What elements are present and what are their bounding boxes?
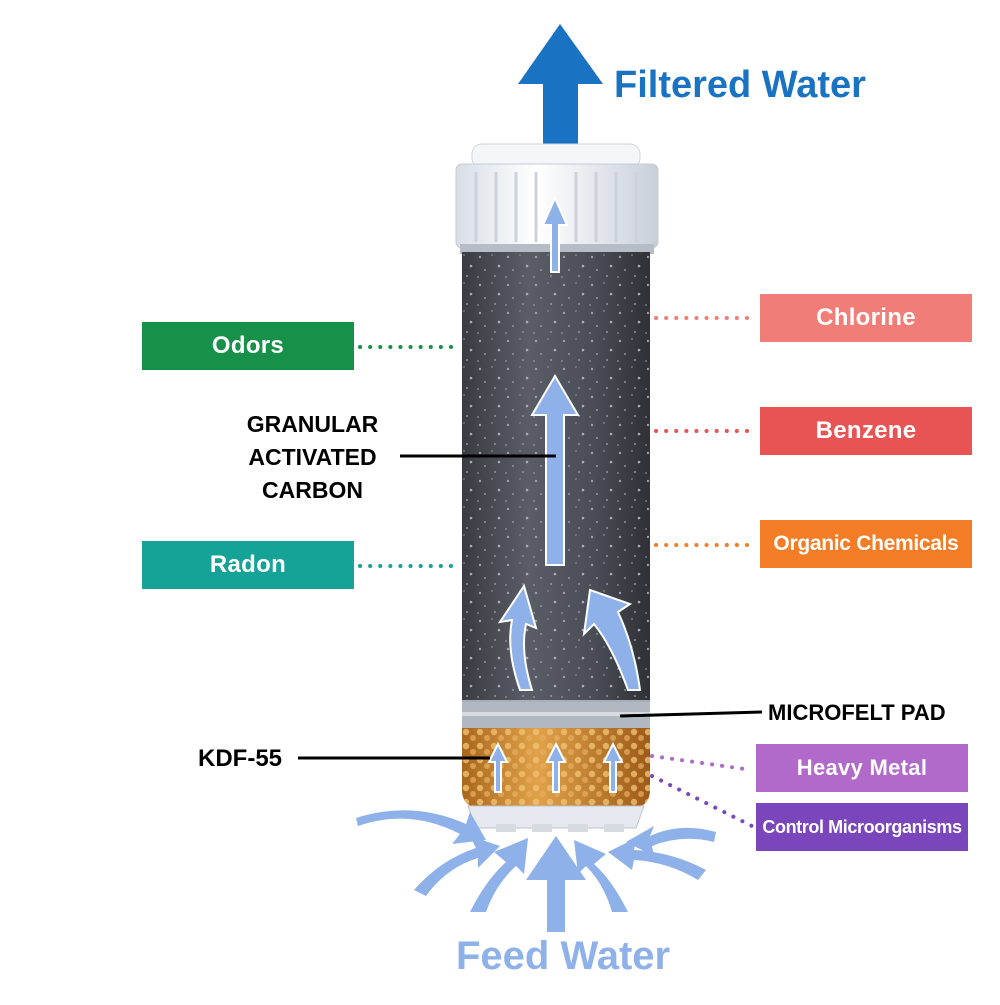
tag-control-microorganisms: Control Microorganisms xyxy=(756,803,968,851)
tag-chlorine: Chlorine xyxy=(760,294,972,342)
label-carbon-line-1: GRANULAR xyxy=(246,411,379,437)
tag-heavy-metal: Heavy Metal xyxy=(756,744,968,792)
leader-microfelt xyxy=(619,710,763,718)
feed-arrow-right-top xyxy=(626,826,716,856)
flow-arrow-center xyxy=(530,374,580,566)
label-microfelt: MICROFELT PAD xyxy=(768,700,946,725)
connector-heavy-metal xyxy=(650,754,754,772)
tag-odors: Odors xyxy=(142,322,354,370)
filtered-water-arrow xyxy=(518,24,603,146)
internal-flow-arrows xyxy=(487,195,642,793)
filtered-water-title: Filtered Water xyxy=(614,64,866,106)
tag-benzene: Benzene xyxy=(760,407,972,455)
feed-water-arrows xyxy=(356,810,716,932)
flow-arrow-kdf-3 xyxy=(602,741,624,793)
label-carbon-line-3: CARBON xyxy=(262,477,363,503)
flow-arrow-kdf-2 xyxy=(545,741,567,793)
label-kdf: KDF-55 xyxy=(198,745,283,772)
bottom-cap xyxy=(467,805,645,832)
feed-arrow-right-inner xyxy=(574,840,628,912)
flow-arrow-left xyxy=(497,583,538,691)
feed-arrow-right-outer xyxy=(608,838,706,880)
label-carbon: GRANULAR ACTIVATED CARBON xyxy=(230,408,395,507)
connector-microorganisms xyxy=(650,774,754,828)
feed-arrow-left-outer xyxy=(414,836,500,896)
feed-arrow-left-inner xyxy=(470,838,528,912)
feed-arrow-left-top xyxy=(356,810,486,844)
flow-arrow-right xyxy=(582,588,642,691)
tag-organic-chemicals: Organic Chemicals xyxy=(760,520,972,568)
label-carbon-line-2: ACTIVATED xyxy=(248,444,377,470)
feed-arrow-center xyxy=(526,836,586,932)
feed-water-title: Feed Water xyxy=(456,934,671,978)
flow-arrow-cap xyxy=(541,195,569,273)
flow-arrow-kdf-1 xyxy=(487,741,509,793)
tag-radon: Radon xyxy=(142,541,354,589)
